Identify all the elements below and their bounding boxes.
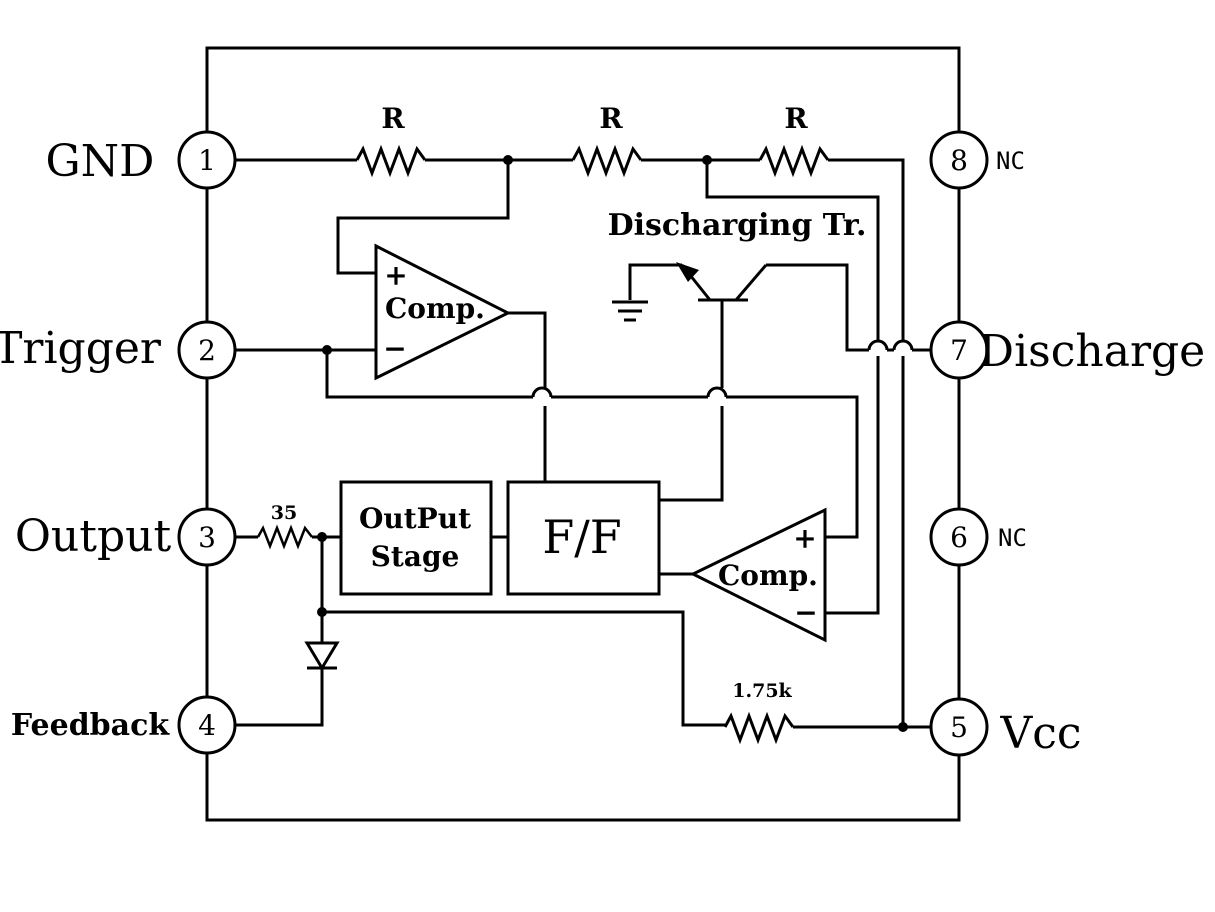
pin-2-number: 2 [198,334,216,367]
output-stage-label-line1: OutPut [359,502,471,535]
ground-icon [612,300,648,322]
flip-flop-label: F/F [542,510,621,564]
pin-4-number: 4 [198,709,216,742]
resistor-r2-label: R [599,102,623,135]
pin-5: 5 Vcc [929,697,1082,759]
pin-7: 7 Discharge [929,320,1205,380]
discharge-transistor: Discharging Tr. [608,208,867,302]
pin-8-number: 8 [950,144,968,177]
resistor-r1-label: R [381,102,405,135]
comparator-lower-label: Comp. [718,559,818,592]
diode-icon [304,641,340,671]
pin-1: 1 GND [46,130,237,190]
comparator-upper: + − Comp. [374,243,512,381]
pin-3-label: Output [15,511,172,562]
package-outline [205,46,961,822]
pin-5-number: 5 [950,711,968,744]
resistor-1-75k-label: 1.75k [732,680,792,702]
comparator-upper-plus: + [384,259,407,292]
pin-6: 6 NC [929,507,1027,567]
pin-8: 8 NC [929,130,1025,190]
resistor-r3-label: R [784,102,808,135]
wires [236,158,931,729]
transistor-label: Discharging Tr. [608,208,867,243]
resistor-r1: R [355,102,427,178]
pin-5-label: Vcc [999,708,1081,759]
resistor-35: 35 [256,502,313,550]
pin-7-label: Discharge [979,326,1205,377]
pin-8-label: NC [996,147,1025,175]
pin-2: 2 Trigger [0,320,237,380]
output-stage-label-line2: Stage [371,540,460,573]
pin-6-label: NC [998,524,1027,552]
pin-7-number: 7 [950,334,968,367]
resistor-r2: R [571,102,643,178]
pin-1-label: GND [46,136,155,187]
comparator-upper-minus: − [383,332,406,365]
flip-flop-block: F/F [506,480,661,596]
output-stage-block: OutPut Stage [339,480,493,596]
comparator-upper-label: Comp. [385,292,485,325]
resistor-r3: R [758,102,830,178]
pin-6-number: 6 [950,521,968,554]
pin-3-number: 3 [198,521,216,554]
comparator-lower-minus: − [794,596,817,629]
pin-4: 4 Feedback [11,695,237,755]
pin-2-label: Trigger [0,323,162,374]
pin-4-label: Feedback [11,708,170,743]
pin-1-number: 1 [198,144,216,177]
resistor-1-75k: 1.75k [723,680,795,745]
pin-3: 3 Output [15,507,237,567]
comparator-lower: + − Comp. [689,507,827,643]
comparator-lower-plus: + [793,522,816,555]
resistor-35-label: 35 [271,502,297,524]
junction-dots [317,155,908,732]
